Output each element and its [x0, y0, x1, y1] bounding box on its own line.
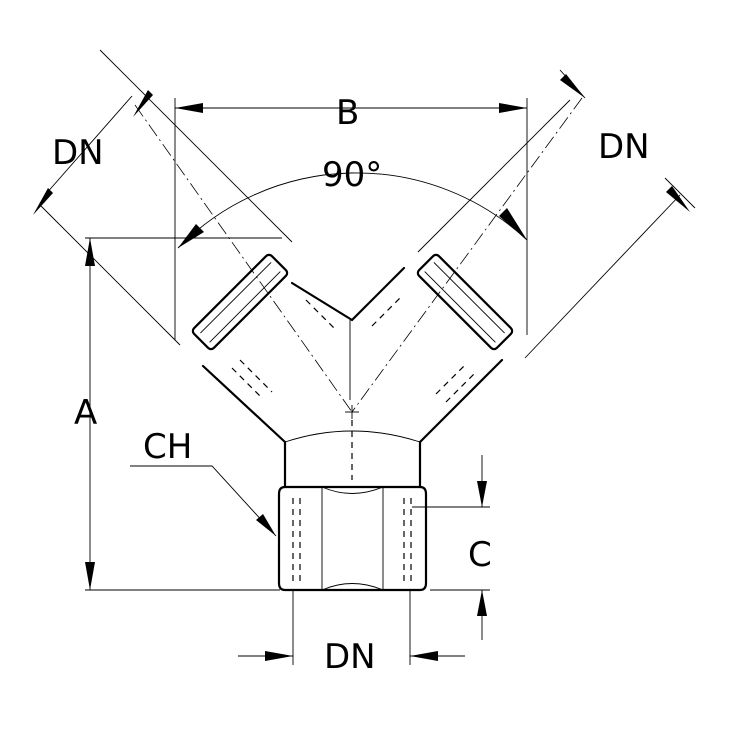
label-dn-bottom: DN [324, 637, 376, 677]
label-a: A [74, 393, 97, 433]
left-flange [191, 253, 289, 351]
label-c: C [468, 535, 492, 575]
label-b: B [336, 93, 359, 133]
dimension-c [412, 455, 490, 640]
center-lines [134, 97, 583, 419]
hidden-lines [231, 297, 477, 585]
label-angle: 90° [322, 155, 382, 195]
dimension-dn-right [417, 69, 696, 359]
dimension-a [85, 237, 282, 591]
dimension-dn-left [33, 49, 293, 346]
fitting-body [201, 266, 504, 489]
hex-nut [277, 485, 428, 592]
label-ch: CH [143, 427, 192, 467]
label-dn-right: DN [598, 127, 650, 167]
dimension-dn-bottom [238, 590, 465, 665]
angle-arc [177, 172, 528, 249]
label-dn-left: DN [52, 133, 104, 173]
dimension-b [174, 98, 528, 340]
right-flange [416, 253, 514, 351]
ch-leader [130, 465, 277, 537]
